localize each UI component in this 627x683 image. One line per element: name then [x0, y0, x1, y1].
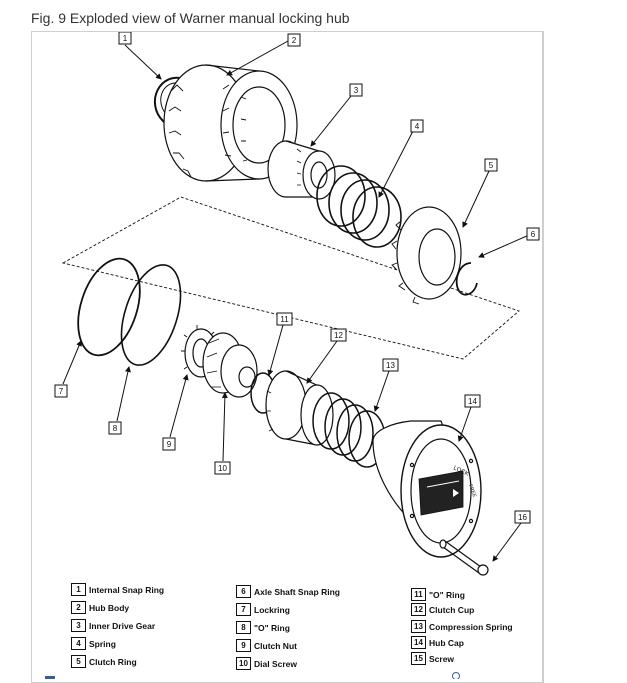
callout-4: 4: [410, 119, 424, 133]
hub-screw: [439, 539, 489, 576]
callout-7: 7: [54, 384, 68, 398]
clutch-cup: [265, 370, 334, 446]
exploded-hub-drawing: LOCK FREE: [54, 32, 540, 576]
svg-text:5: 5: [489, 161, 494, 170]
assembly-plane-outline: [61, 196, 520, 360]
exploded-view-figure: LOCK FREE: [31, 31, 544, 683]
callout-12: 12: [330, 328, 347, 342]
callout-16: 16: [514, 510, 531, 524]
lockring: [77, 257, 141, 357]
clutch-ring: [391, 206, 462, 305]
svg-text:16: 16: [518, 513, 527, 522]
legend-item-8: 8"O" Ring: [236, 621, 290, 634]
svg-text:1: 1: [123, 34, 128, 43]
hub-body: [163, 64, 298, 182]
hub-cap: LOCK FREE: [372, 420, 482, 558]
svg-text:14: 14: [468, 397, 477, 406]
svg-text:8: 8: [113, 424, 118, 433]
dial-free-label: FREE: [467, 484, 477, 499]
callout-3: 3: [349, 83, 363, 97]
svg-text:10: 10: [218, 464, 227, 473]
axle-shaft-snap-ring: [455, 262, 478, 296]
callout-9: 9: [162, 437, 176, 451]
spring: [316, 165, 402, 248]
svg-text:6: 6: [531, 230, 536, 239]
callout-1: 1: [118, 32, 132, 45]
callout-6: 6: [526, 227, 540, 241]
svg-text:7: 7: [59, 387, 64, 396]
page-footer-strip: [31, 672, 544, 679]
figure-caption: Fig. 9 Exploded view of Warner manual lo…: [31, 10, 350, 26]
svg-text:4: 4: [415, 122, 420, 131]
callout-10: 10: [214, 461, 231, 475]
svg-text:12: 12: [334, 331, 343, 340]
footer-menu-icon: [45, 676, 55, 679]
svg-text:11: 11: [280, 315, 289, 324]
callout-14: 14: [464, 394, 481, 408]
dial-screw-assembly: [202, 332, 258, 398]
callout-8: 8: [108, 421, 122, 435]
legend-item-11: 11"O" Ring: [411, 588, 465, 601]
svg-text:2: 2: [292, 36, 297, 45]
svg-text:9: 9: [167, 440, 172, 449]
callout-11: 11: [276, 312, 293, 326]
callout-13: 13: [382, 358, 399, 372]
o-ring-8: [120, 264, 182, 366]
callout-2: 2: [287, 33, 301, 47]
svg-text:3: 3: [354, 86, 359, 95]
svg-text:13: 13: [386, 361, 395, 370]
callout-5: 5: [484, 158, 498, 172]
compression-spring: [312, 392, 386, 468]
inner-drive-gear: [267, 140, 336, 200]
footer-zoom-icon: [452, 672, 460, 679]
